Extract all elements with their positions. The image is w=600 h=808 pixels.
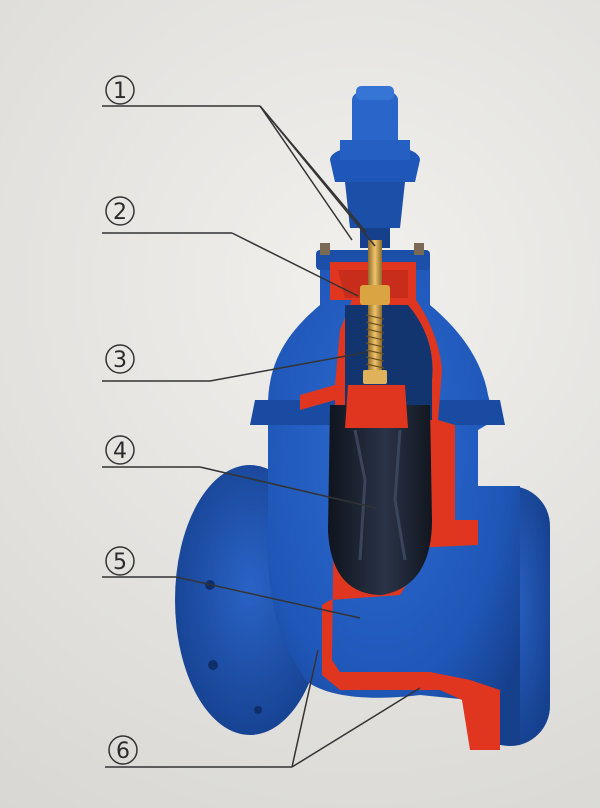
callout-number-3: 3 [113, 348, 127, 373]
callout-number-2: 2 [113, 200, 127, 225]
operating-cap [330, 86, 420, 248]
callout-1: 1 [105, 75, 135, 105]
callout-6: 6 [108, 735, 138, 765]
leader-lines [102, 105, 421, 768]
callout-number-5: 5 [113, 550, 127, 575]
callout-3: 3 [105, 344, 135, 374]
callout-4: 4 [105, 435, 135, 465]
callout-2: 2 [105, 196, 135, 226]
callout-number-6: 6 [116, 739, 130, 764]
callout-number-4: 4 [113, 439, 127, 464]
callout-5: 5 [105, 546, 135, 576]
wedge-gate [328, 385, 432, 595]
stem-assembly [360, 240, 390, 384]
callout-number-1: 1 [113, 79, 127, 104]
